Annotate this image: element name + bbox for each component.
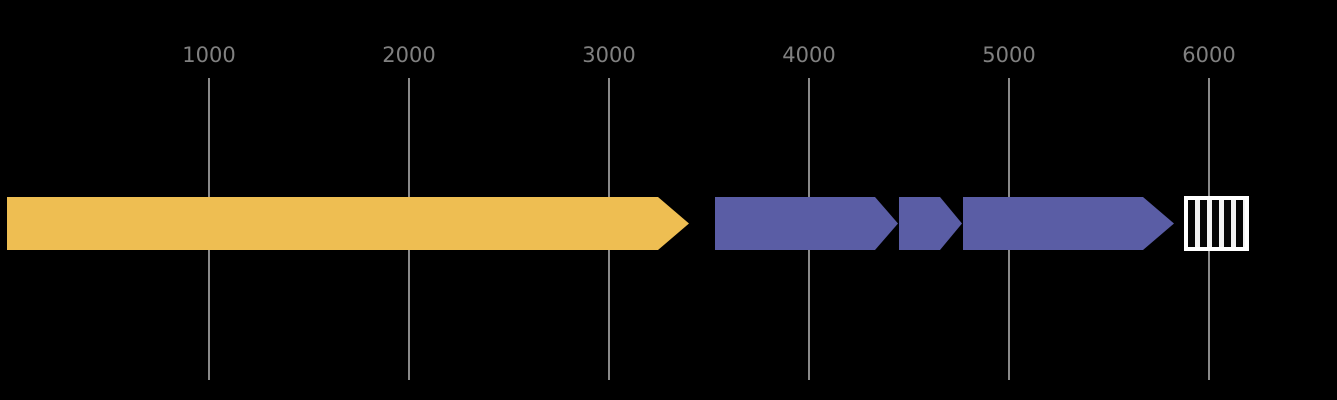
axis-tick-label: 4000 bbox=[782, 43, 836, 67]
gene-arrow-4[interactable] bbox=[963, 197, 1174, 250]
gene-arrow-3[interactable] bbox=[899, 197, 962, 250]
axis-tick-label: 3000 bbox=[582, 43, 636, 67]
gene-arrow-2[interactable] bbox=[715, 197, 898, 250]
axis-tick-label: 1000 bbox=[182, 43, 236, 67]
gene-arrow-1[interactable] bbox=[7, 197, 689, 250]
hatch-stripes bbox=[1188, 200, 1245, 247]
axis-tick-label: 5000 bbox=[982, 43, 1036, 67]
hatched-feature-box[interactable] bbox=[1184, 196, 1249, 251]
axis-tick-label: 6000 bbox=[1182, 43, 1236, 67]
axis-tick-label: 2000 bbox=[382, 43, 436, 67]
